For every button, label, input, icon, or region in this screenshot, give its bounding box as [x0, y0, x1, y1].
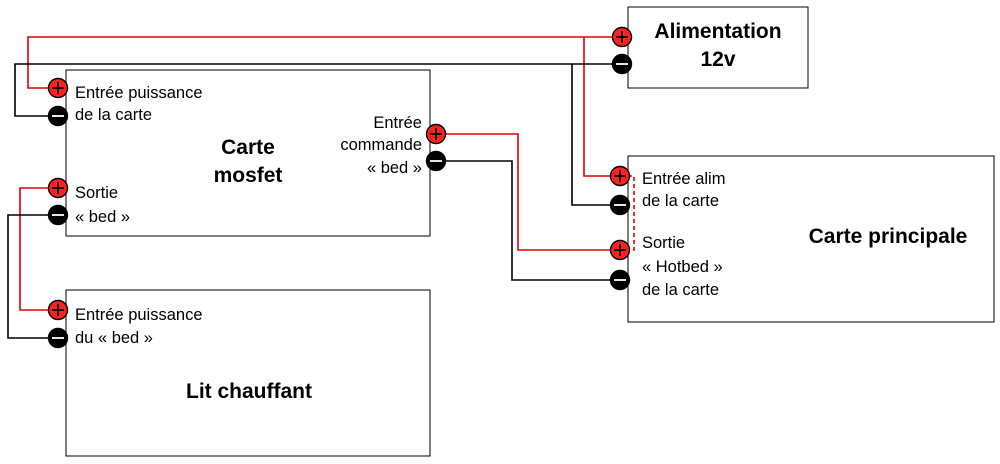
wire-hotbed-to-cmd-negative	[436, 160, 620, 281]
wire-principale-internal-dashed	[628, 175, 635, 251]
plus-terminal-icon	[609, 165, 631, 187]
mosfet-title-line1: Carte	[221, 136, 275, 159]
alimentation-box	[627, 6, 809, 89]
lit-box	[65, 289, 431, 457]
alimentation-title-line2: 12v	[700, 48, 735, 71]
minus-terminal-icon	[47, 204, 69, 226]
minus-terminal-icon	[609, 194, 631, 216]
minus-terminal-icon	[425, 150, 447, 172]
wire-psu-to-mosfet-negative	[14, 63, 622, 117]
plus-terminal-icon	[425, 123, 447, 145]
wire-mosfet-out-to-lit-negative	[7, 214, 58, 339]
mosfet-title-line2: mosfet	[214, 164, 283, 187]
plus-terminal-icon	[609, 239, 631, 261]
principale-alim-in-label-1: Entrée alim	[642, 170, 725, 188]
lit-power-in-label-2: du « bed »	[75, 329, 153, 347]
plus-terminal-icon	[47, 77, 69, 99]
plus-terminal-icon	[47, 299, 69, 321]
mosfet-bed-out-label-2: « bed »	[75, 208, 130, 226]
mosfet-power-in-label-2: de la carte	[75, 106, 152, 124]
plus-terminal-icon	[47, 177, 69, 199]
principale-alim-in-label-2: de la carte	[642, 192, 719, 210]
mosfet-power-in-label-1: Entrée puissance	[75, 84, 203, 102]
principale-hotbed-out-label-2: « Hotbed »	[642, 258, 723, 276]
mosfet-cmd-in-label-2: commande	[340, 136, 422, 154]
minus-terminal-icon	[47, 105, 69, 127]
wire-psu-to-principale-positive	[583, 37, 620, 177]
mosfet-box	[65, 69, 431, 237]
wire-psu-to-mosfet-positive	[27, 36, 622, 89]
minus-terminal-icon	[47, 327, 69, 349]
plus-terminal-icon	[611, 26, 633, 48]
minus-terminal-icon	[609, 269, 631, 291]
mosfet-cmd-in-label-1: Entrée	[373, 114, 422, 132]
principale-title: Carte principale	[809, 225, 968, 248]
mosfet-cmd-in-label-3: « bed »	[367, 159, 422, 177]
lit-power-in-label-1: Entrée puissance	[75, 306, 203, 324]
lit-title: Lit chauffant	[186, 380, 312, 403]
wire-hotbed-to-cmd-positive	[436, 133, 620, 251]
principale-box	[627, 155, 995, 323]
wire-mosfet-out-to-lit-positive	[19, 187, 58, 311]
minus-terminal-icon	[611, 53, 633, 75]
wire-psu-to-principale-negative	[571, 64, 620, 206]
mosfet-bed-out-label-1: Sortie	[75, 184, 118, 202]
principale-hotbed-out-label-1: Sortie	[642, 234, 685, 252]
principale-hotbed-out-label-3: de la carte	[642, 281, 719, 299]
alimentation-title-line1: Alimentation	[654, 20, 781, 43]
